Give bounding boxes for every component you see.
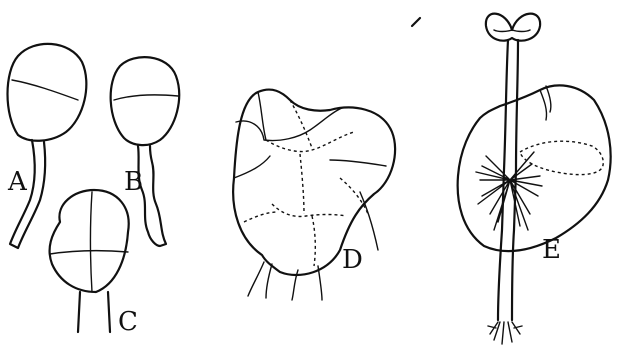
panel-d-drawing bbox=[233, 90, 395, 300]
panel-e-drawing bbox=[458, 14, 611, 344]
panel-c-drawing bbox=[50, 190, 129, 332]
label-e: E bbox=[542, 235, 561, 265]
panel-b-drawing bbox=[111, 57, 180, 246]
label-c: C bbox=[118, 307, 138, 337]
label-b: B bbox=[124, 167, 143, 197]
panel-a-drawing bbox=[8, 44, 87, 248]
stray-mark bbox=[412, 18, 420, 26]
label-a: A bbox=[7, 167, 28, 197]
label-d: D bbox=[342, 245, 363, 275]
